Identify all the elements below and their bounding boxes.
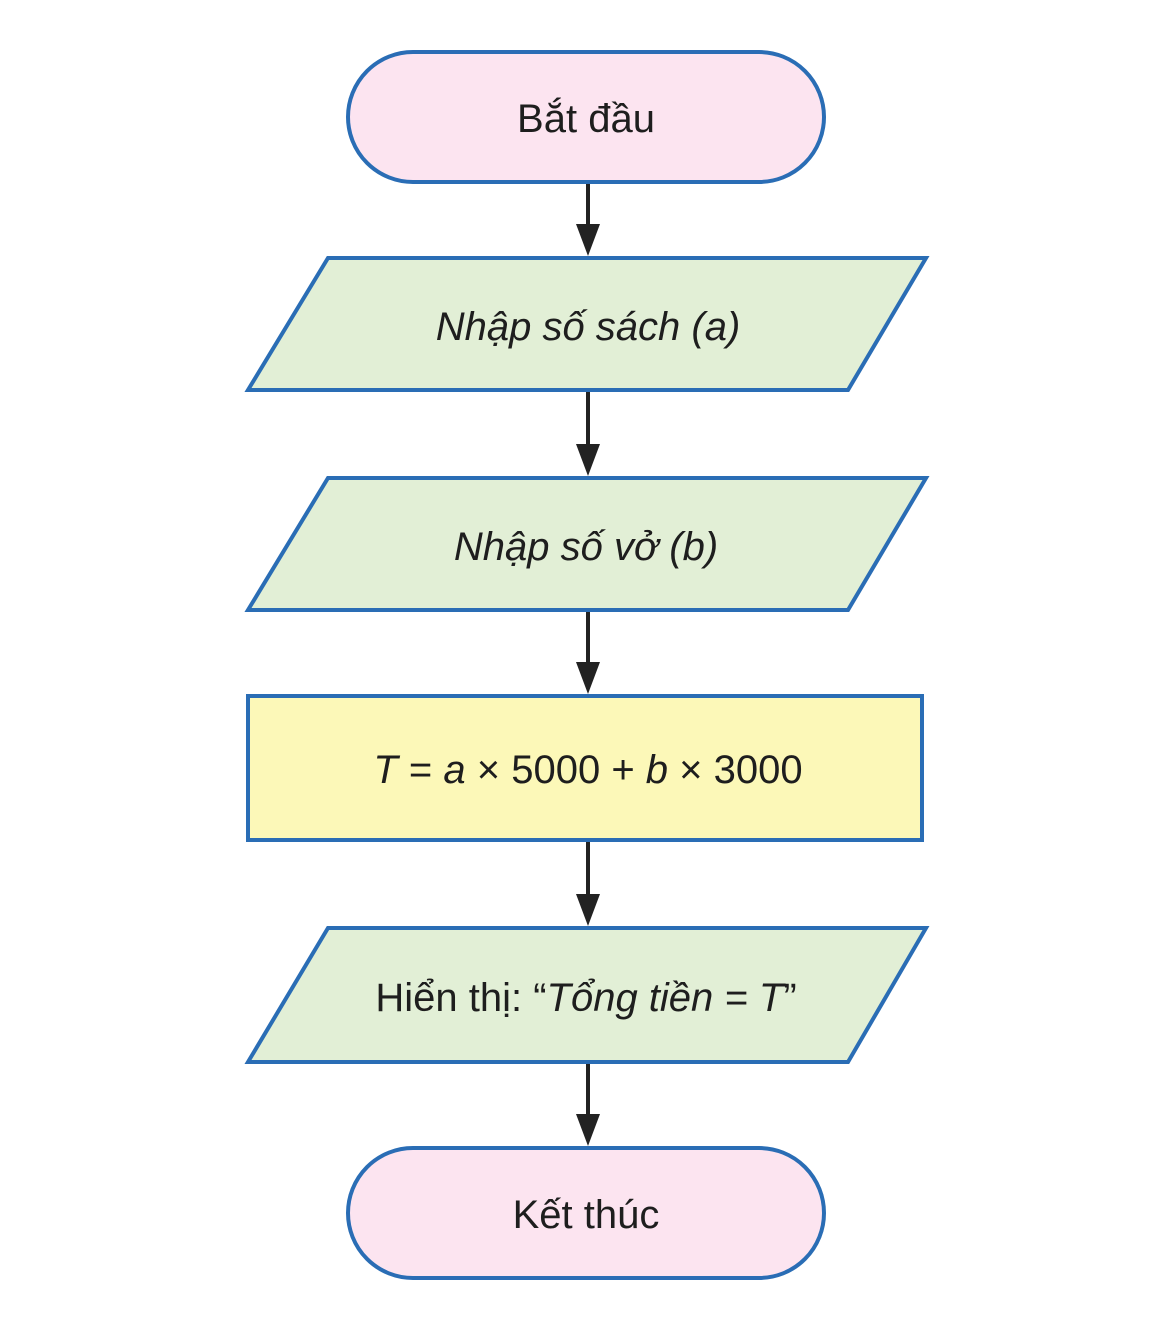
- process-node: T = a × 5000 + b × 3000: [246, 694, 924, 842]
- arrow-head: [576, 894, 600, 926]
- arrow-head: [576, 662, 600, 694]
- output-text: Tổng tiền = T: [547, 976, 786, 1020]
- output-suffix: ”: [783, 976, 796, 1020]
- arrow-start-to-input-a: [576, 184, 600, 256]
- process-formula: T = a × 5000 + b × 3000: [373, 748, 802, 792]
- arrow-input-a-to-input-b: [576, 392, 600, 476]
- formula-equals: =: [398, 748, 444, 792]
- end-shape: [346, 1146, 826, 1280]
- output-node: Hiển thị: “Tổng tiền = T”: [244, 926, 930, 1064]
- arrow-head: [576, 444, 600, 476]
- start-label: Bắt đầu: [517, 96, 655, 141]
- formula-b: b: [646, 748, 668, 792]
- arrow-head: [576, 224, 600, 256]
- arrow-process-to-output: [576, 842, 600, 926]
- output-label: Hiển thị: “Tổng tiền = T”: [375, 976, 796, 1020]
- formula-t: T: [373, 748, 400, 792]
- input-a-label: Nhập số sách (a): [436, 305, 741, 349]
- input-a-shape: [244, 256, 930, 392]
- output-shape: [244, 926, 930, 1064]
- output-prefix: Hiển thị: “: [375, 976, 546, 1020]
- start-shape: [346, 50, 826, 184]
- input-b-shape: [244, 476, 930, 612]
- end-label: Kết thúc: [513, 1193, 660, 1237]
- formula-a: a: [443, 748, 465, 792]
- formula-tail: × 3000: [668, 748, 803, 792]
- input-b-label: Nhập số vở (b): [454, 525, 718, 569]
- arrow-head: [576, 1114, 600, 1146]
- start-node: Bắt đầu: [346, 50, 826, 184]
- arrow-output-to-end: [576, 1064, 600, 1146]
- arrow-input-b-to-process: [576, 612, 600, 694]
- input-b-node: Nhập số vở (b): [244, 476, 930, 612]
- formula-mid: × 5000 +: [466, 748, 646, 792]
- input-a-node: Nhập số sách (a): [244, 256, 930, 392]
- process-shape: [246, 694, 924, 842]
- end-node: Kết thúc: [346, 1146, 826, 1280]
